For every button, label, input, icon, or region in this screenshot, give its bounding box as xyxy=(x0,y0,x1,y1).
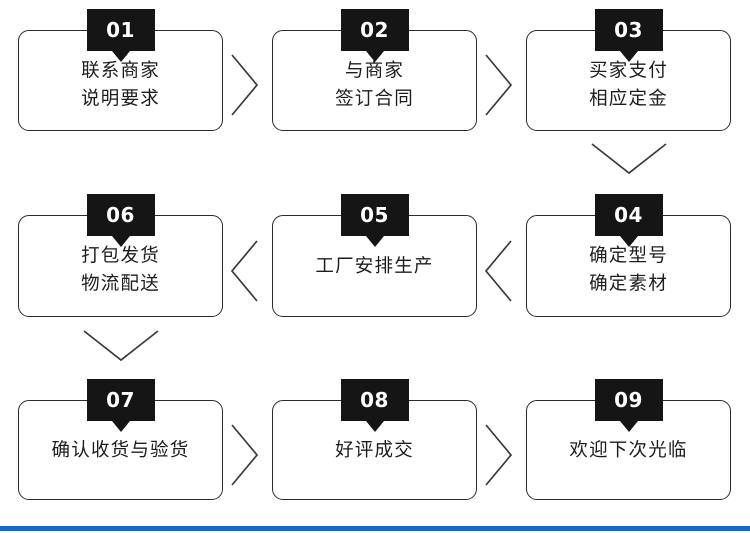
chevron-right-icon xyxy=(231,424,259,486)
connector-left-04-05 xyxy=(482,236,516,306)
badge-tail-icon-02 xyxy=(365,51,384,62)
step-number-05: 05 xyxy=(360,203,389,227)
step-label-08: 好评成交 xyxy=(335,440,414,462)
step-number-06: 06 xyxy=(106,203,135,227)
connector-right-07-08 xyxy=(228,420,262,490)
badge-tail-icon-07 xyxy=(111,421,130,432)
step-card-03[interactable]: 03 买家支付 相应定金 xyxy=(526,9,731,131)
connector-right-02-03 xyxy=(482,50,516,120)
step-label-03: 买家支付 相应定金 xyxy=(589,59,668,109)
step-label-07: 确认收货与验货 xyxy=(51,440,190,462)
badge-tail-icon-08 xyxy=(365,421,384,432)
step-card-01[interactable]: 01 联系商家 说明要求 xyxy=(18,9,223,131)
step-card-02[interactable]: 02 与商家 签订合同 xyxy=(272,9,477,131)
step-number-01: 01 xyxy=(106,18,135,42)
connector-left-05-06 xyxy=(228,236,262,306)
chevron-right-icon xyxy=(231,54,259,116)
step-card-08[interactable]: 08 好评成交 xyxy=(272,379,477,500)
step-card-05[interactable]: 05 工厂安排生产 xyxy=(272,194,477,317)
step-card-07[interactable]: 07 确认收货与验货 xyxy=(18,379,223,500)
badge-tail-icon-03 xyxy=(619,51,638,62)
step-number-03: 03 xyxy=(614,18,643,42)
badge-tail-icon-01 xyxy=(111,51,130,62)
step-label-05: 工厂安排生产 xyxy=(315,256,434,278)
chevron-right-icon xyxy=(485,424,513,486)
bottom-accent-rule xyxy=(0,526,750,531)
badge-tail-icon-06 xyxy=(111,236,130,247)
step-label-04: 确定型号 确定素材 xyxy=(589,245,668,295)
step-label-02: 与商家 签订合同 xyxy=(335,59,414,109)
badge-tail-icon-05 xyxy=(365,236,384,247)
badge-tail-icon-04 xyxy=(619,236,638,247)
step-label-06: 打包发货 物流配送 xyxy=(81,245,160,295)
connector-down-06-07 xyxy=(80,327,162,365)
step-card-09[interactable]: 09 欢迎下次光临 xyxy=(526,379,731,500)
step-label-01: 联系商家 说明要求 xyxy=(81,59,160,109)
step-badge-05: 05 xyxy=(340,194,409,247)
step-label-09: 欢迎下次光临 xyxy=(569,440,688,462)
step-number-04: 04 xyxy=(614,203,643,227)
connector-down-03-04 xyxy=(588,140,670,178)
step-number-02: 02 xyxy=(360,18,389,42)
step-badge-02: 02 xyxy=(340,9,409,62)
step-badge-06: 06 xyxy=(86,194,155,247)
step-number-07: 07 xyxy=(106,388,135,412)
step-badge-04: 04 xyxy=(594,194,663,247)
chevron-down-icon xyxy=(83,330,159,362)
step-card-04[interactable]: 04 确定型号 确定素材 xyxy=(526,194,731,317)
chevron-left-icon xyxy=(484,240,512,302)
step-number-09: 09 xyxy=(614,388,643,412)
chevron-right-icon xyxy=(485,54,513,116)
connector-right-08-09 xyxy=(482,420,516,490)
step-card-06[interactable]: 06 打包发货 物流配送 xyxy=(18,194,223,317)
step-badge-07: 07 xyxy=(86,379,155,432)
step-badge-08: 08 xyxy=(340,379,409,432)
badge-tail-icon-09 xyxy=(619,421,638,432)
step-badge-01: 01 xyxy=(86,9,155,62)
step-badge-09: 09 xyxy=(594,379,663,432)
connector-right-01-02 xyxy=(228,50,262,120)
step-number-08: 08 xyxy=(360,388,389,412)
chevron-left-icon xyxy=(230,240,258,302)
chevron-down-icon xyxy=(591,143,667,175)
step-badge-03: 03 xyxy=(594,9,663,62)
